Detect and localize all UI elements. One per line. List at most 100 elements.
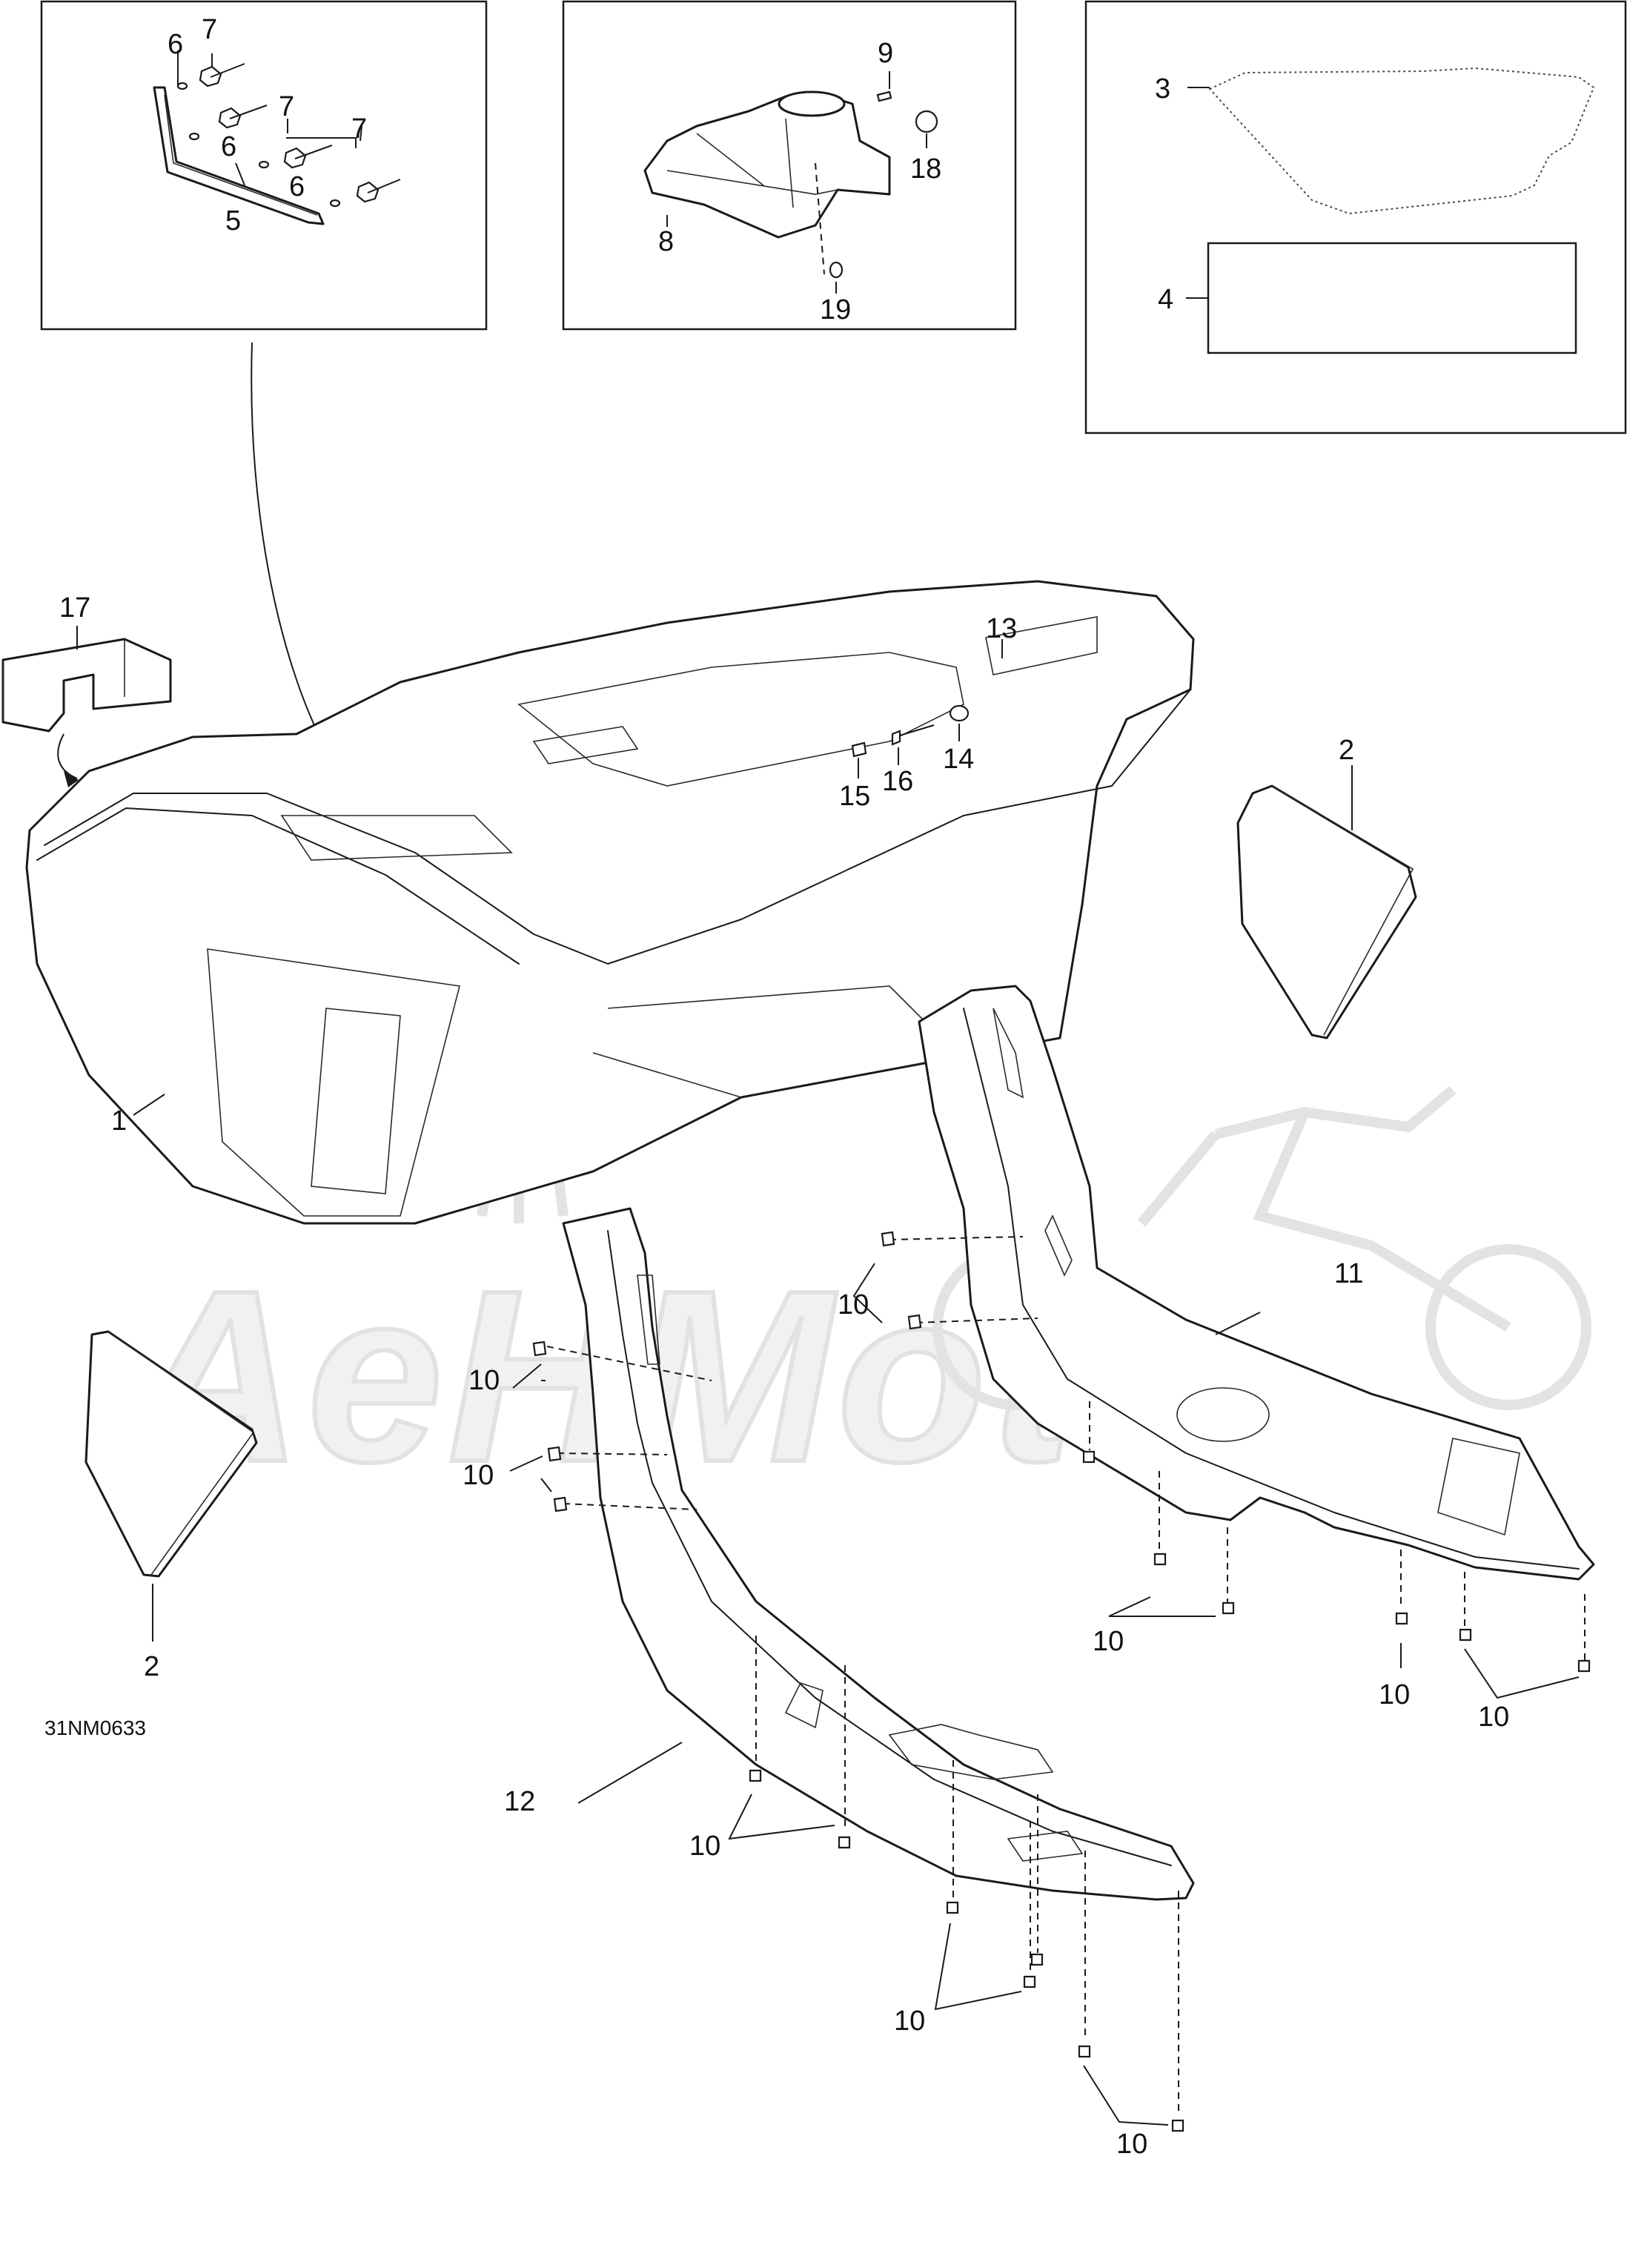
body-rim [44, 689, 1191, 965]
callout-10: 10 [1116, 2129, 1147, 2160]
callout-4: 4 [1158, 284, 1173, 315]
body-hatch [532, 726, 639, 764]
skid-plate-lower-dash [546, 1346, 1179, 2116]
skid-plate-right-part [918, 985, 1595, 1581]
skid-plate-lower-tabs [784, 1682, 1084, 1862]
skid-plate-right-slots [993, 1008, 1073, 1277]
callout-10: 10 [838, 1289, 869, 1320]
bolt-10 [547, 1446, 562, 1462]
callout-13: 13 [986, 613, 1017, 644]
skid-plate-right-flange [963, 1008, 1580, 1570]
cover-part [643, 93, 891, 239]
diagram-code: 31NM0633 [44, 1716, 146, 1739]
callout-8: 8 [658, 226, 674, 257]
side-panel-right: 2 [1236, 735, 1417, 1039]
side-panel-left: 2 [85, 1330, 258, 1682]
callout-6: 6 [221, 131, 236, 162]
nut-19 [829, 261, 844, 279]
callout-6: 6 [289, 171, 305, 202]
watermark-wheel-rear [1425, 1244, 1591, 1410]
watermark-bike-frame [1137, 1085, 1511, 1332]
inset-frame-3 [1084, 0, 1627, 434]
inset-box-cover: 9 18 8 19 [562, 0, 1017, 331]
cover-opening [778, 90, 846, 117]
body-lower-panel [207, 948, 460, 1217]
callout-9: 9 [878, 38, 893, 69]
bolt-10 [1078, 2045, 1091, 2058]
side-panel-right-edge [1271, 785, 1414, 1036]
bolt-10 [1577, 1659, 1591, 1673]
skid-plate-right-bolts [881, 1231, 1591, 1673]
foam-part [1, 638, 172, 733]
bolt-10 [1395, 1612, 1408, 1625]
skid-plate-right-leaders [852, 1263, 1580, 1699]
callout-2: 2 [144, 1651, 159, 1682]
callout-10: 10 [894, 2006, 925, 2037]
skid-plate-lower-flange [607, 1230, 1172, 1866]
bolt-10 [838, 1836, 851, 1849]
skid-plate-lower-bolts [532, 1340, 1184, 2132]
washer-14 [949, 704, 970, 722]
skid-plate-lower-slot [637, 1274, 660, 1365]
skid-plate-lower-leaders [509, 1363, 1169, 2126]
foam-arrow [57, 733, 78, 779]
callout-10: 10 [1478, 1702, 1509, 1733]
callout-12: 12 [504, 1786, 535, 1817]
skid-plate-right: 10 10 10 10 11 [838, 985, 1595, 1733]
main-body: 13 14 15 16 1 [25, 580, 1195, 1225]
washer-6d [329, 199, 341, 208]
callout-7: 7 [279, 91, 294, 122]
skid-plate-lower-part [562, 1207, 1195, 1901]
side-panel-right-part [1236, 784, 1417, 1039]
foam-block: 17 [1, 592, 172, 787]
callout-10: 10 [1093, 1626, 1124, 1657]
callout-15: 15 [839, 781, 870, 812]
stud-lines [210, 63, 401, 194]
callout-19: 19 [820, 294, 851, 325]
washer-6c [258, 160, 270, 169]
callout-3: 3 [1155, 73, 1170, 105]
bolt-10 [1222, 1601, 1235, 1615]
skid-plate-lower-step [888, 1724, 1054, 1780]
bolt-10 [1023, 1975, 1036, 1988]
callout-14: 14 [943, 744, 974, 775]
body-panel [280, 815, 513, 861]
bolt-10 [553, 1496, 568, 1512]
bolt-10 [1171, 2119, 1184, 2132]
body-outline [25, 580, 1195, 1225]
bolt-10 [946, 1901, 959, 1914]
rail-fasteners [176, 63, 401, 208]
callout-2: 2 [1339, 735, 1354, 766]
cover-leaders [666, 71, 927, 294]
washer-6a [176, 82, 188, 90]
bolt-10 [1030, 1953, 1044, 1966]
foam-edge [2, 639, 125, 722]
rail-part [153, 86, 325, 225]
decal-4 [1207, 242, 1577, 354]
skid-plate-right-dash [1089, 1401, 1585, 1661]
inset-box-rail: 6 7 7 6 7 6 5 [40, 0, 488, 331]
rail-edge [164, 94, 318, 216]
callout-10: 10 [463, 1460, 494, 1491]
inset-box-decals: 3 4 [1084, 0, 1627, 434]
callout-17: 17 [59, 592, 90, 624]
bolt-15 [851, 741, 867, 758]
skid-plate-right-step [1437, 1438, 1520, 1536]
bolt-10 [1082, 1450, 1096, 1464]
bolt-10 [907, 1314, 922, 1330]
bracket-13-part [985, 616, 1098, 675]
screw-16 [891, 724, 935, 746]
callout-10: 10 [689, 1831, 720, 1862]
callout-1: 1 [111, 1105, 127, 1137]
callout-6: 6 [168, 29, 183, 60]
side-panel-left-edge [107, 1331, 255, 1576]
bolt-10 [749, 1769, 762, 1782]
bolt-10 [1459, 1628, 1472, 1642]
body-lower-inner [311, 1008, 401, 1194]
plug-18 [915, 110, 938, 133]
washer-6b [188, 132, 200, 141]
cover-detail [666, 118, 838, 208]
rail-leaders-2 [211, 53, 288, 186]
decal-leaders [1186, 87, 1210, 299]
